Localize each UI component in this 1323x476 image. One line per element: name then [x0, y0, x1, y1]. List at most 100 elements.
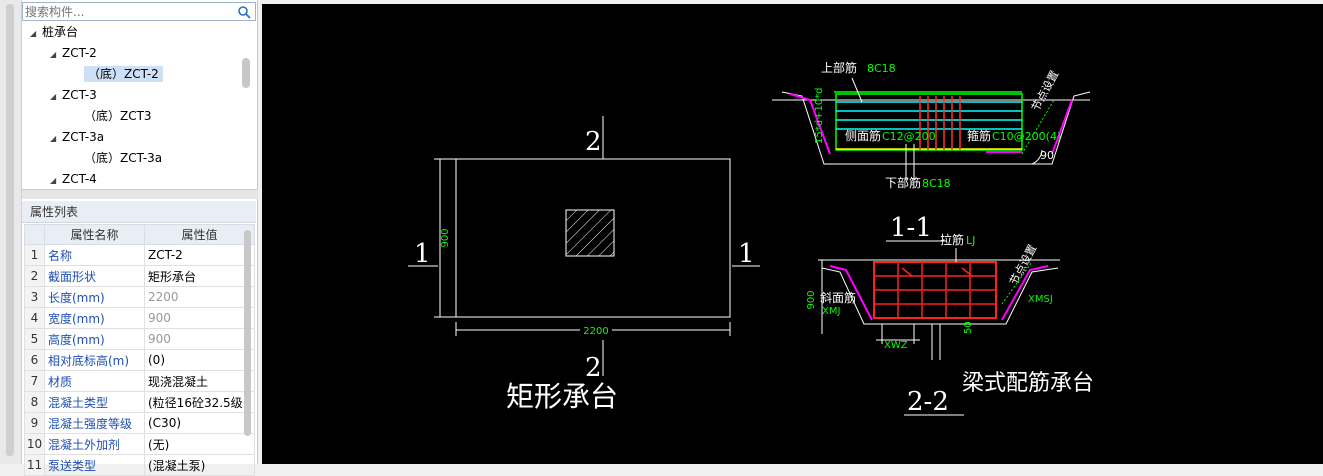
node-leader [1001, 261, 1033, 305]
row-number: 2 [24, 265, 45, 287]
tree-item-label: ZCT-4 [62, 172, 97, 186]
tree-item-label: （底）ZCT-3a [84, 151, 163, 165]
expand-arrow-icon[interactable]: ◢ [50, 50, 57, 59]
bottom-bar-value: 8C18 [922, 177, 951, 190]
beam-cap-title: 梁式配筋承台 [962, 371, 1094, 396]
property-name: 泵送类型 [44, 454, 145, 476]
cap-outline [455, 158, 731, 318]
expand-arrow-icon[interactable]: ◢ [30, 29, 37, 38]
property-value[interactable]: 矩形承台 [144, 265, 255, 287]
tree-item-label: 桩承台 [42, 25, 79, 39]
row-number: 7 [24, 370, 45, 392]
property-name: 材质 [44, 370, 145, 392]
cap-outline-2-2 [821, 267, 1059, 325]
left-dock-strip [0, 0, 22, 464]
drawing-canvas[interactable]: 900 2200 2 2 1 1 矩形承台 [262, 4, 1323, 464]
tree-item-group[interactable]: ◢ ZCT-4 [50, 169, 97, 186]
tree-item-group[interactable]: ◢ ZCT-2 [50, 43, 97, 63]
property-value[interactable]: 900 [144, 307, 255, 329]
search-input[interactable] [25, 4, 231, 19]
xmj-label: XMJ [822, 306, 840, 317]
top-bar-label: 上部筋 [821, 60, 857, 75]
property-name: 长度(mm) [44, 286, 145, 308]
property-value[interactable]: 现浇混凝土 [144, 370, 255, 392]
property-value[interactable]: (0) [144, 349, 255, 371]
tree-scrollbar[interactable] [242, 58, 250, 88]
section-title-1-1: 1-1 [890, 213, 932, 243]
property-value[interactable]: (C30) [144, 412, 255, 434]
row-number: 5 [24, 328, 45, 350]
rect-cap-title: 矩形承台 [506, 380, 618, 413]
row-number: 8 [24, 391, 45, 413]
property-list-title: 属性列表 [22, 201, 256, 223]
tie-bar-label: 拉筋 [940, 232, 964, 247]
side-bar-value: C12@200 [882, 130, 936, 143]
tree-item[interactable]: （底）ZCT3 [84, 106, 152, 126]
side-bar-label: 侧面筋 [845, 128, 881, 143]
component-tree: ◢桩承台 ◢ZCT-2 （底）ZCT-2 ◢ZCT-3 （底）ZCT3 ◢ZCT… [22, 22, 256, 186]
property-value[interactable]: 900 [144, 328, 255, 350]
plan-view: 900 2200 2 2 1 1 矩形承台 [408, 116, 760, 413]
cap-outline-1-1 [781, 91, 1091, 165]
row-number: 4 [24, 307, 45, 329]
panel-splitter[interactable] [22, 189, 258, 199]
dim-width-label: 900 [440, 228, 451, 247]
property-name: 截面形状 [44, 265, 145, 287]
dock-handle[interactable] [6, 4, 14, 456]
row-number: 9 [24, 412, 45, 434]
tree-item-label: ZCT-2 [62, 46, 97, 60]
row-number: 10 [24, 433, 45, 455]
node-bar-right [1051, 99, 1073, 155]
property-name: 混凝土类型 [44, 391, 145, 413]
leader-line [851, 77, 863, 103]
stirrup-label: 箍筋 [967, 128, 991, 143]
expand-arrow-icon[interactable]: ◢ [50, 134, 57, 143]
search-icon[interactable] [237, 5, 251, 19]
angle-arc [1031, 149, 1043, 165]
node-setting-label: 节点设置 [1029, 68, 1061, 113]
property-header-row: 属性名称 属性值 [24, 224, 255, 245]
dim-label-bg [580, 324, 612, 336]
node-leader [1021, 99, 1055, 155]
tree-item-group[interactable]: ◢ZCT-3 [50, 85, 97, 105]
tree-item-label: （底）ZCT-2 [84, 66, 163, 82]
tree-item-selected[interactable]: （底）ZCT-2 [84, 64, 163, 84]
property-value[interactable]: ZCT-2 [144, 244, 255, 266]
tree-item[interactable]: （底）ZCT-3a [84, 148, 162, 168]
expand-arrow-icon[interactable]: ◢ [50, 92, 57, 101]
row-number: 1 [24, 244, 45, 266]
column-header-name[interactable]: 属性名称 [44, 224, 145, 245]
search-box [22, 2, 256, 21]
bottom-bar-label: 下部筋 [885, 175, 921, 190]
column-header-value[interactable]: 属性值 [144, 224, 255, 245]
property-scrollbar[interactable] [244, 230, 251, 436]
section-mark-2-bottom: 2 [585, 353, 602, 383]
height-dim-label: 15*d+10*d [814, 87, 825, 144]
property-name: 混凝土外加剂 [44, 433, 145, 455]
component-panel: ◢桩承台 ◢ZCT-2 （底）ZCT-2 ◢ZCT-3 （底）ZCT3 ◢ZCT… [22, 0, 258, 476]
property-value[interactable]: 2200 [144, 286, 255, 308]
property-name: 名称 [44, 244, 145, 266]
row-number: 3 [24, 286, 45, 308]
tree-item-group[interactable]: ◢ZCT-3a [50, 127, 104, 147]
xmsj-label: XMSJ [1028, 294, 1053, 305]
property-value[interactable]: (混凝土泵) [144, 454, 255, 476]
property-value[interactable]: (无) [144, 433, 255, 455]
expand-arrow-icon[interactable]: ◢ [50, 176, 57, 185]
property-value[interactable]: (粒径16砼32.5级: [144, 391, 255, 413]
node-bar-left [789, 93, 831, 155]
tree-item-root[interactable]: ◢ 桩承台 [30, 22, 78, 42]
section-1-1: 上部筋 8C18 侧面筋 C12@200 箍筋 C10@200(4) 下部筋 8… [772, 60, 1091, 243]
slope-bar-left [829, 265, 873, 321]
